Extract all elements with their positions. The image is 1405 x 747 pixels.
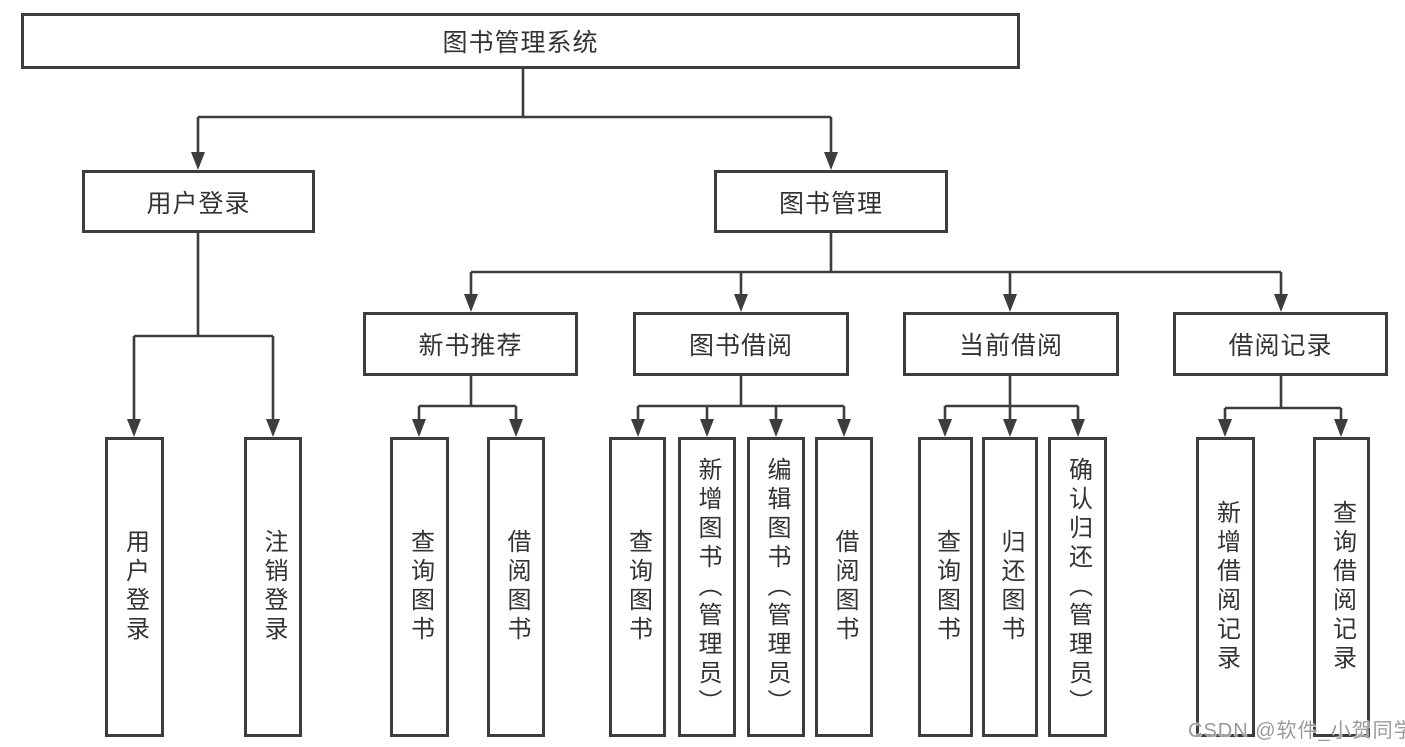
arrowhead-icon — [191, 152, 205, 170]
connector-currentborrow-to-children — [943, 376, 1080, 423]
arrowhead-icon — [1003, 419, 1017, 437]
csdn-watermark: CSDN @软件_小贺同学 — [1188, 720, 1405, 742]
arrowhead-icon — [700, 419, 714, 437]
arrowhead-icon — [509, 419, 523, 437]
connector-bookmgmt-to-level3 — [469, 233, 1283, 298]
arrowhead-icon — [1003, 294, 1017, 312]
arrowhead-icon — [734, 294, 748, 312]
leaf-borrow-add-book-admin: 新增图书（管理员） — [678, 437, 736, 737]
leaf-current-return-book: 归还图书 — [982, 437, 1038, 737]
leaf-current-confirm-return-admin: 确认归还（管理员） — [1048, 437, 1107, 737]
leaf-current-query-book: 查询图书 — [918, 437, 973, 737]
node-user-login: 用户登录 — [82, 170, 315, 233]
arrowhead-icon — [1071, 419, 1085, 437]
arrowhead-icon — [824, 152, 838, 170]
leaf-borrow-borrow-book: 借阅图书 — [815, 437, 873, 737]
arrowhead-icon — [1218, 419, 1232, 437]
arrowhead-icon — [127, 419, 141, 437]
arrowhead-icon — [837, 419, 851, 437]
connector-bookborrow-to-children — [636, 376, 846, 423]
connector-userlogin-to-children — [132, 233, 275, 423]
arrowhead-icon — [1334, 419, 1348, 437]
arrowhead-icon — [1274, 294, 1288, 312]
leaf-record-query-borrow-record: 查询借阅记录 — [1313, 437, 1370, 737]
arrowhead-icon — [938, 419, 952, 437]
connector-borrowrecord-to-children — [1223, 376, 1343, 423]
node-book-management: 图书管理 — [714, 170, 948, 233]
leaf-borrow-query-book: 查询图书 — [609, 437, 666, 737]
arrowhead-icon — [464, 294, 478, 312]
leaf-borrow-edit-book-admin: 编辑图书（管理员） — [747, 437, 805, 737]
arrowhead-icon — [631, 419, 645, 437]
arrowhead-icon — [266, 419, 280, 437]
node-current-borrow: 当前借阅 — [903, 312, 1119, 376]
node-new-book-recommend: 新书推荐 — [363, 312, 578, 376]
arrowhead-icon — [412, 419, 426, 437]
leaf-user-login: 用户登录 — [105, 437, 164, 737]
node-borrow-record: 借阅记录 — [1173, 312, 1388, 376]
leaf-record-add-borrow-record: 新增借阅记录 — [1196, 437, 1255, 737]
connector-root-to-level2 — [196, 69, 833, 156]
leaf-newbook-borrow-book: 借阅图书 — [487, 437, 545, 737]
node-root-system: 图书管理系统 — [21, 13, 1020, 69]
arrowhead-icon — [769, 419, 783, 437]
connector-newbook-to-children — [417, 376, 518, 423]
leaf-logout: 注销登录 — [244, 437, 302, 737]
node-book-borrow: 图书借阅 — [633, 312, 849, 376]
leaf-newbook-query-book: 查询图书 — [390, 437, 449, 737]
